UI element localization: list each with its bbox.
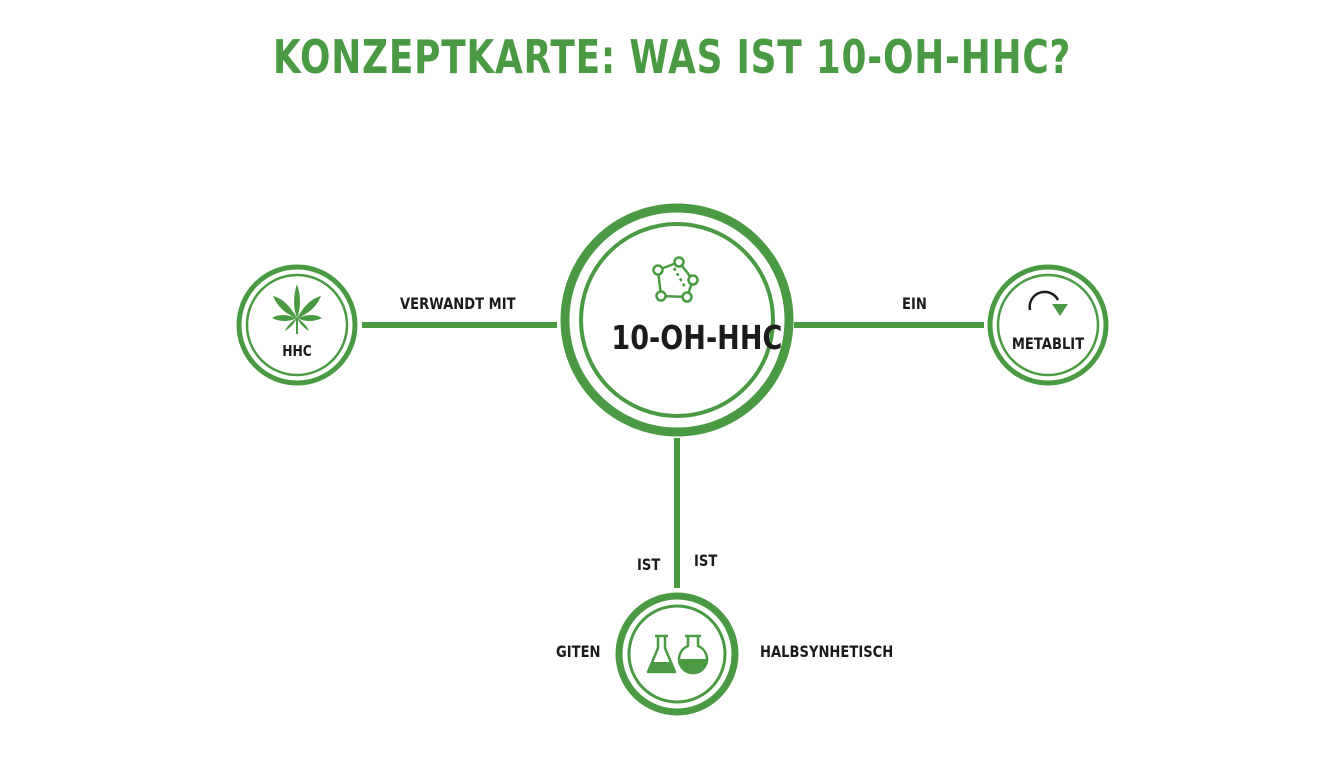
edge-left-label: VERWANDT MIT	[400, 294, 516, 313]
hhc-node-label: HHC	[282, 342, 312, 360]
cannabis-leaf-icon	[272, 284, 322, 334]
metablit-node[interactable]	[987, 264, 1109, 386]
bottom-side-label-left: GITEN	[556, 642, 601, 661]
edge-right-label: EIN	[902, 294, 927, 313]
page-title: KONZEPTKARTE: WAS IST 10-OH-HHC?	[272, 30, 1072, 84]
center-node-label: 10-OH-HHC	[611, 318, 783, 357]
flasks-icon	[646, 634, 709, 675]
edge-bottom-label-right: IST	[694, 551, 718, 570]
metablit-node-label: METABLIT	[1011, 334, 1085, 353]
bottom-side-label-right: HALBSYNHETISCH	[760, 642, 894, 661]
edge-bottom-label-left: IST	[637, 555, 661, 574]
center-node[interactable]	[560, 203, 794, 437]
flasks-node[interactable]	[615, 592, 739, 716]
redo-arrow-icon	[1028, 290, 1068, 316]
molecule-icon	[652, 256, 699, 303]
